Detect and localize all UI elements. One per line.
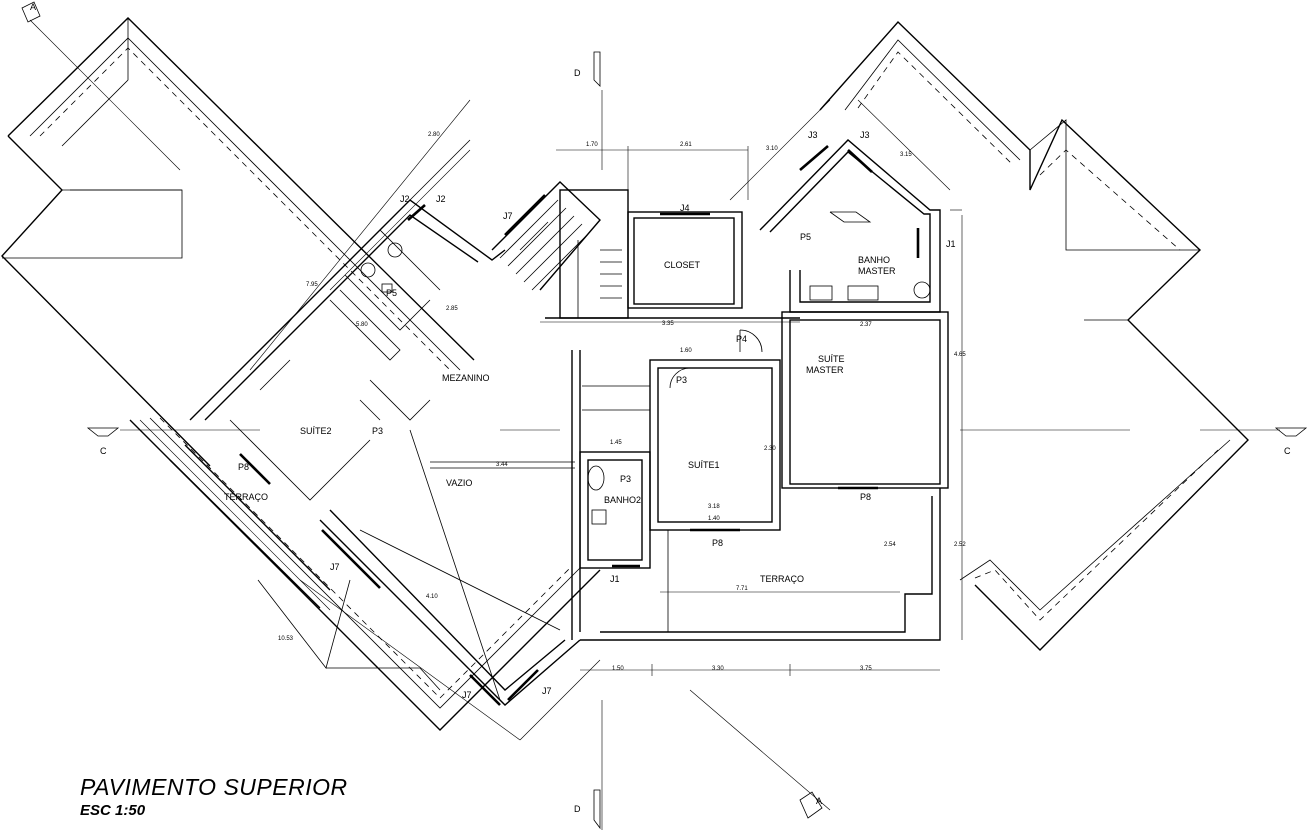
opening-p8-terrace: P8 [238, 462, 249, 472]
room-suite1: SUÍTE1 [688, 460, 720, 470]
dim-2-30: 2.30 [764, 446, 776, 452]
section-line-a [21, 1, 831, 819]
terraco-right-block [580, 488, 941, 676]
dim-2-54: 2.54 [884, 542, 896, 548]
dim-4-10: 4.10 [426, 594, 438, 600]
opening-p3-banho2: P3 [620, 474, 631, 484]
dim-2-52: 2.52 [954, 542, 966, 548]
room-banho-master-line2: MASTER [858, 266, 896, 276]
room-closet: CLOSET [664, 260, 701, 270]
room-suite-master-line1: SUÍTE [818, 354, 845, 364]
opening-j4: J4 [680, 203, 690, 213]
opening-j7-terrace: J7 [330, 562, 340, 572]
opening-p5-master: P5 [800, 232, 811, 242]
room-vazio: VAZIO [446, 478, 472, 488]
dim-2-85: 2.85 [446, 306, 458, 312]
dim-2-61: 2.61 [680, 142, 692, 148]
suite-master-block [739, 311, 949, 490]
dim-3-15: 3.15 [900, 152, 912, 158]
dim-3-30: 3.30 [712, 666, 724, 672]
opening-j3-left: J3 [808, 130, 818, 140]
section-mark-a-top: A [30, 2, 36, 12]
section-line-c [86, 427, 1308, 437]
room-suite2: SUÍTE2 [300, 426, 332, 436]
banho-master-block [729, 99, 963, 640]
section-mark-d-top: D [574, 68, 581, 78]
opening-j7-bottom-right: J7 [542, 686, 552, 696]
opening-j1-master: J1 [946, 239, 956, 249]
dim-1-45: 1.45 [610, 440, 622, 446]
opening-p5-suite2: P5 [386, 288, 397, 298]
dim-2-37: 2.37 [860, 322, 872, 328]
dim-3-44: 3.44 [496, 462, 508, 468]
dim-1-50: 1.50 [612, 666, 624, 672]
opening-p3-suite1: P3 [676, 375, 687, 385]
opening-j2-right: J2 [436, 194, 446, 204]
opening-j3-right: J3 [860, 130, 870, 140]
opening-p8-suite1: P8 [712, 538, 723, 548]
room-mezanino: MEZANINO [442, 373, 490, 383]
room-suite-master-line2: MASTER [806, 365, 844, 375]
section-mark-c-left: C [100, 446, 107, 456]
closet-block [540, 146, 800, 323]
opening-j7-stairs: J7 [503, 211, 513, 221]
section-mark-c-right: C [1284, 446, 1291, 456]
dim-3-10: 3.10 [766, 146, 778, 152]
section-line-d [593, 51, 603, 830]
dim-10-53: 10.53 [278, 636, 294, 642]
opening-j2-left: J2 [400, 194, 410, 204]
room-banho2: BANHO2 [604, 495, 641, 505]
opening-p3-suite2: P3 [372, 426, 383, 436]
dim-1-60: 1.60 [680, 348, 692, 354]
opening-p4: P4 [736, 334, 747, 344]
opening-p8-master: P8 [860, 492, 871, 502]
opening-j1-banho2: J1 [610, 574, 620, 584]
plan-title: PAVIMENTO SUPERIOR [80, 774, 348, 800]
dim-3-35: 3.35 [662, 321, 674, 327]
dim-3-75: 3.75 [860, 666, 872, 672]
roof-left [1, 17, 475, 467]
section-mark-a-bottom: A [816, 796, 822, 806]
room-terraco-left: TERRAÇO [224, 492, 268, 502]
dim-1-70: 1.70 [586, 142, 598, 148]
dim-3-18: 3.18 [708, 504, 720, 510]
plan-scale: ESC 1:50 [80, 802, 146, 819]
suite1-block [571, 350, 781, 640]
roof-right [819, 20, 1249, 651]
dim-2-80: 2.80 [428, 132, 440, 138]
dim-5-80: 5.80 [356, 322, 368, 328]
room-terraco-right: TERRAÇO [760, 574, 804, 584]
dim-7-71: 7.71 [736, 586, 748, 592]
dim-7-95: 7.95 [306, 282, 318, 288]
dim-1-40: 1.40 [708, 516, 720, 522]
dim-4-65: 4.65 [954, 352, 966, 358]
opening-j7-bottom-left: J7 [462, 690, 472, 700]
room-banho-master-line1: BANHO [858, 255, 890, 265]
diagonal-wing [139, 99, 601, 741]
section-mark-d-bottom: D [574, 804, 581, 814]
